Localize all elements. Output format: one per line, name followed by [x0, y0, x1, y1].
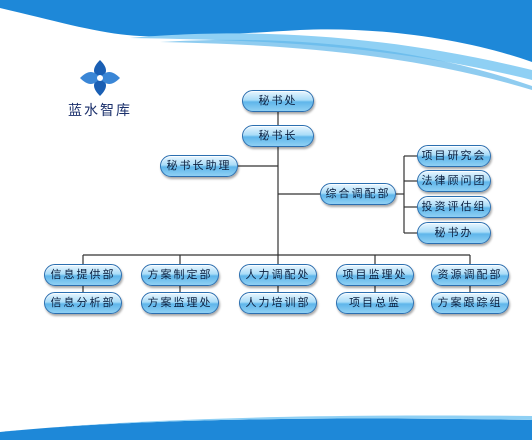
- node-sub-unit[interactable]: 投资评估组: [417, 196, 491, 218]
- node-assistant[interactable]: 秘书长助理: [160, 155, 238, 177]
- node-sub-department[interactable]: 项目总监: [336, 292, 414, 314]
- node-sub-unit[interactable]: 项目研究会: [417, 145, 491, 167]
- node-sub-unit[interactable]: 法律顾问团: [417, 170, 491, 192]
- node-department[interactable]: 方案制定部: [141, 264, 219, 286]
- node-department[interactable]: 信息提供部: [44, 264, 122, 286]
- node-sub-department[interactable]: 方案监理处: [141, 292, 219, 314]
- logo-icon: [80, 60, 120, 96]
- node-coordination[interactable]: 综合调配部: [320, 183, 396, 205]
- header-wave-decoration: [0, 0, 532, 90]
- node-department[interactable]: 资源调配部: [431, 264, 509, 286]
- node-secretary-general[interactable]: 秘书长: [242, 125, 314, 147]
- logo: 蓝水智库: [64, 58, 136, 120]
- node-sub-department[interactable]: 方案跟踪组: [431, 292, 509, 314]
- node-sub-department[interactable]: 人力培训部: [239, 292, 317, 314]
- node-department[interactable]: 人力调配处: [239, 264, 317, 286]
- node-department[interactable]: 项目监理处: [336, 264, 414, 286]
- node-sub-unit[interactable]: 秘书办: [417, 222, 491, 244]
- logo-text: 蓝水智库: [68, 103, 132, 119]
- node-sub-department[interactable]: 信息分析部: [44, 292, 122, 314]
- node-secretariat[interactable]: 秘书处: [242, 90, 314, 112]
